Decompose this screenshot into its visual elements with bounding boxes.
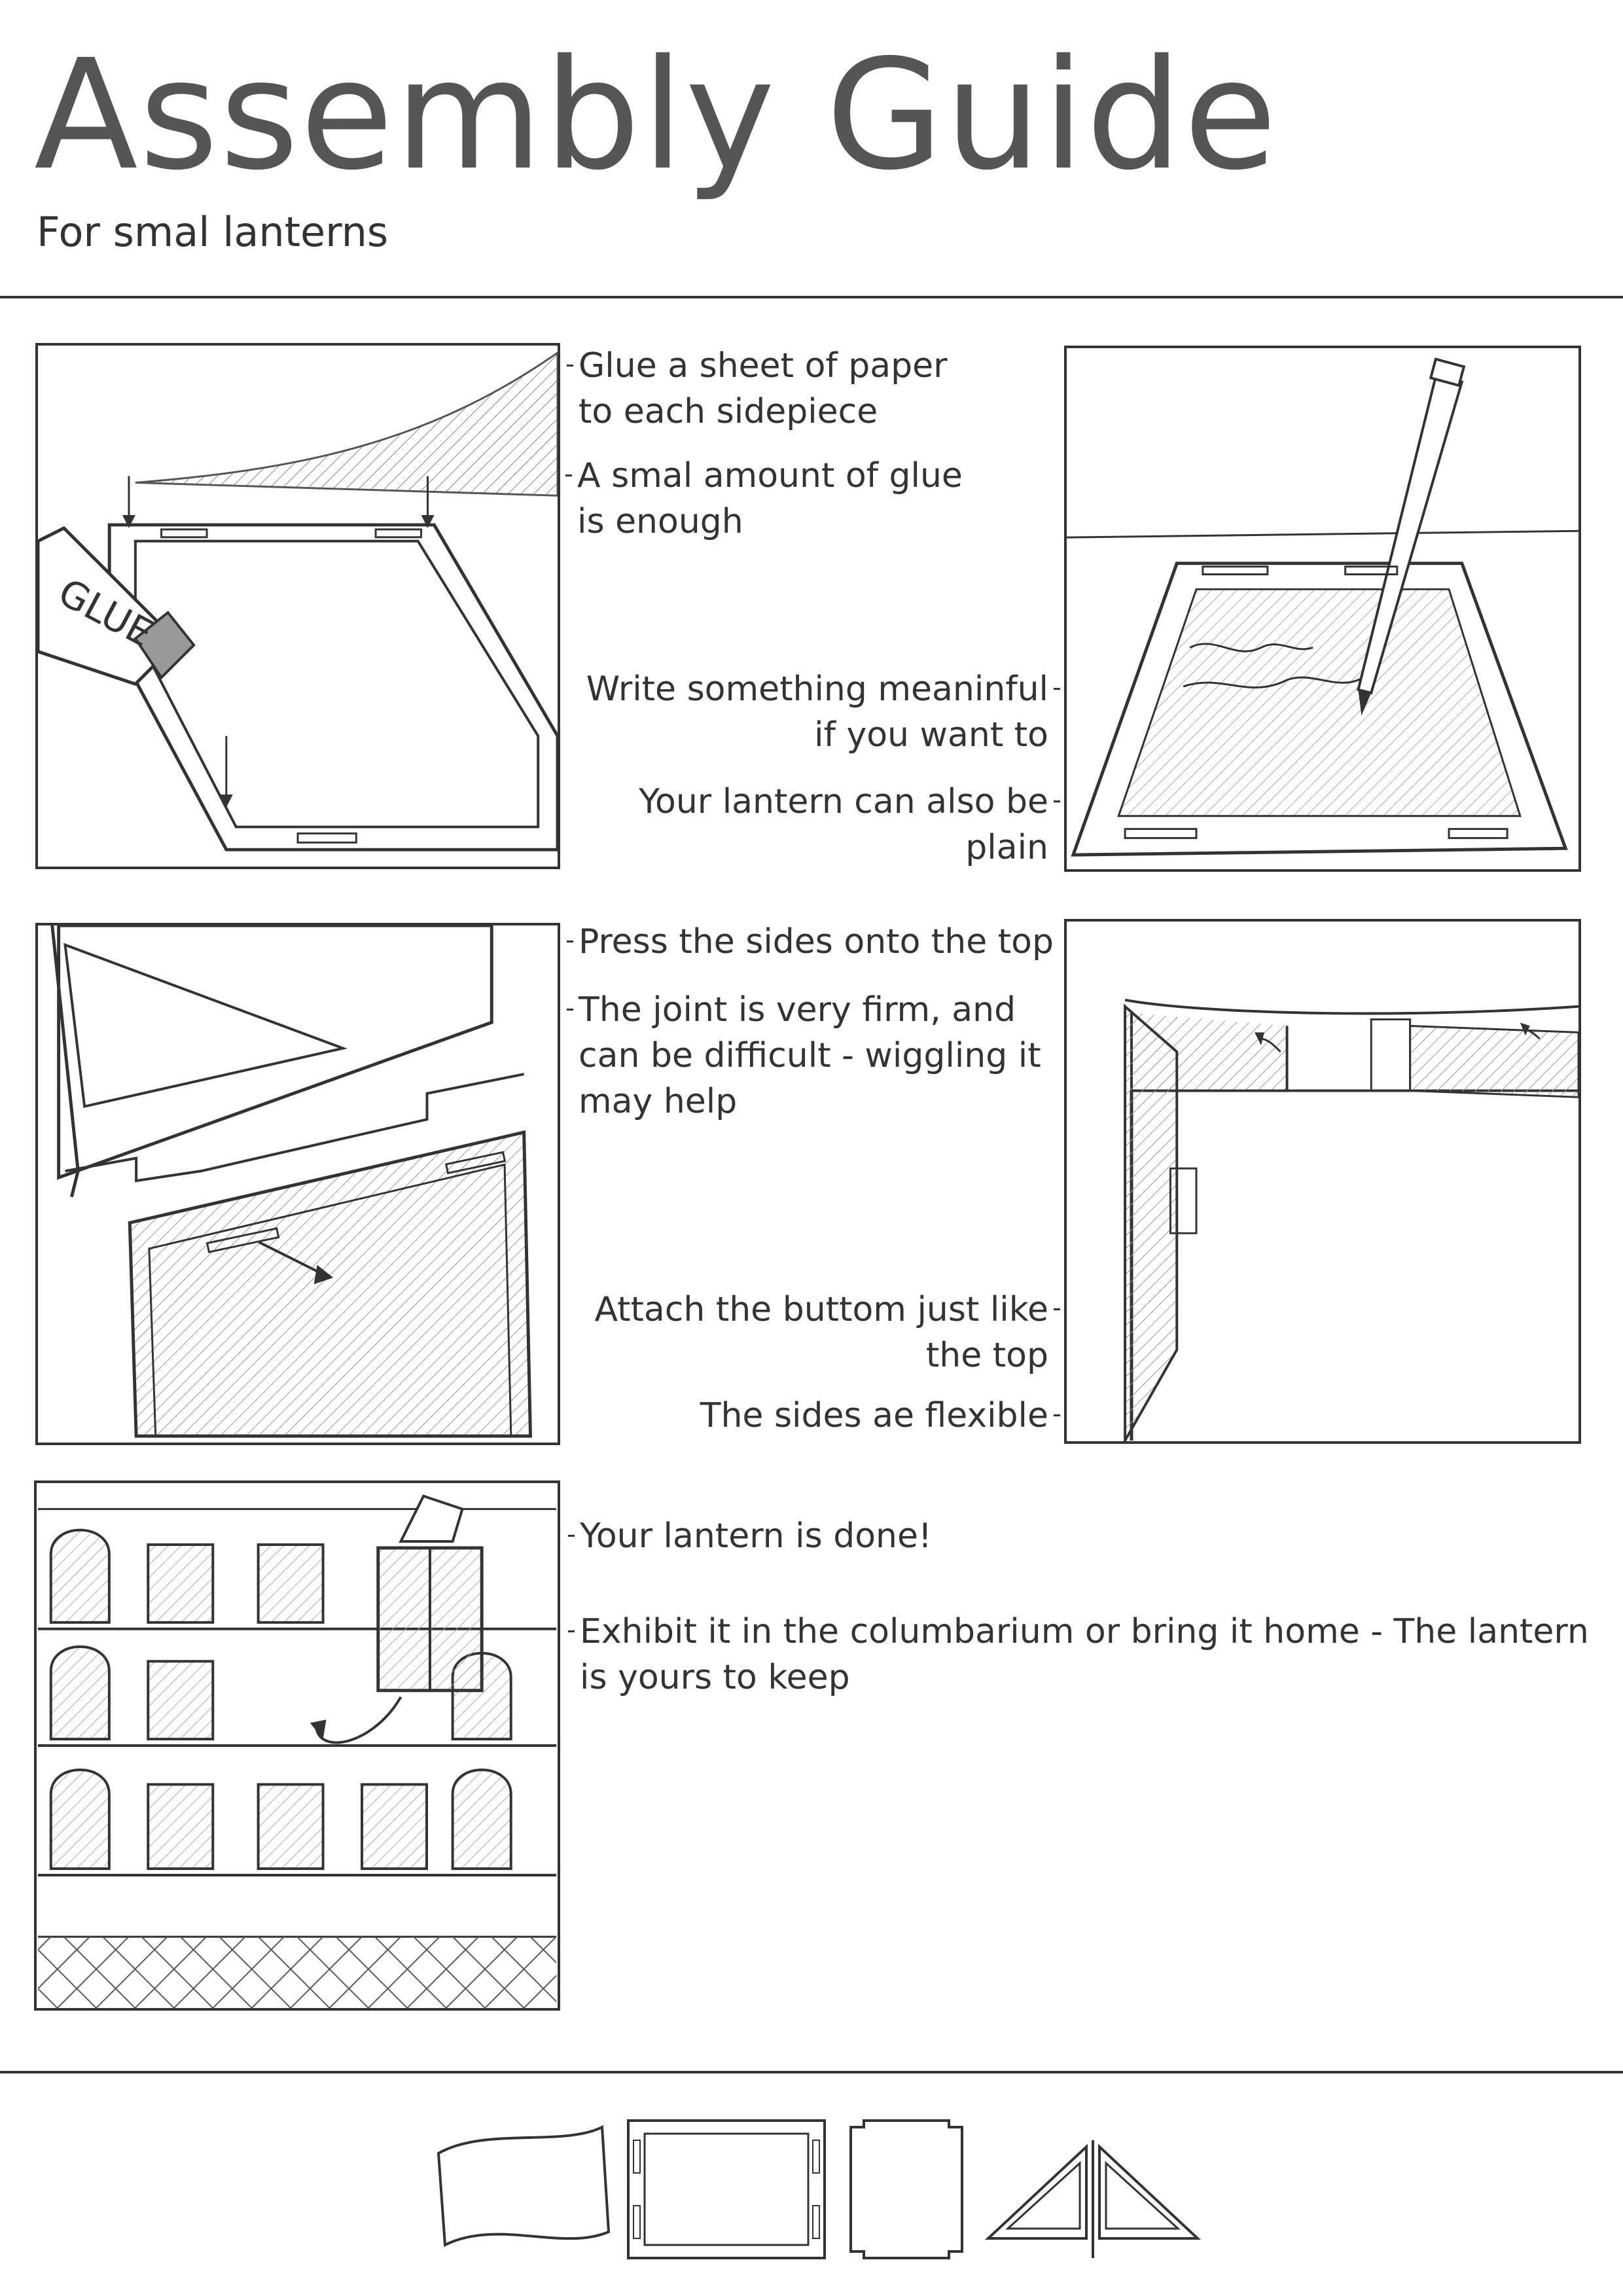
glue-bottle-icon: GLUE [38, 526, 196, 686]
top-piece-icon [849, 2119, 963, 2259]
page-subtitle: For smal lanterns [37, 208, 389, 256]
step-4-caption-2: The sides ae flexible [700, 1393, 1061, 1439]
footer-divider [0, 2071, 1623, 2073]
glue-frame-drawing: GLUE [38, 351, 558, 852]
write-paper-drawing [1067, 357, 1578, 857]
paper-sheet-icon [437, 2125, 611, 2248]
parts-drawing [437, 2119, 1202, 2259]
header-divider [0, 296, 1623, 298]
columbarium-drawing [37, 1494, 557, 2008]
step-3-caption-1: Press the sides onto the top [567, 919, 1054, 965]
corner-piece-icon [984, 2140, 1202, 2258]
step-5-caption-1: Your lantern is done! [568, 1513, 932, 1559]
attach-bottom-drawing [1124, 998, 1578, 1441]
step-5-illustration [34, 1480, 560, 2011]
arrow-icon [258, 1241, 334, 1285]
step-2-illustration [1064, 346, 1581, 872]
step-4-illustration [1064, 919, 1581, 1444]
paper-sheet-icon [135, 351, 558, 497]
step-1-illustration: GLUE [35, 343, 560, 869]
parts-overview [432, 2108, 1217, 2265]
pencil-icon [1357, 357, 1466, 716]
page-title: Assembly Guide [34, 27, 1279, 204]
step-5-caption-2: Exhibit it in the columbarium or bring i… [568, 1609, 1589, 1700]
side-frame-icon [627, 2119, 826, 2259]
press-sides-drawing [50, 925, 533, 1438]
step-3-illustration [35, 923, 560, 1445]
lantern-icon [376, 1494, 484, 1693]
